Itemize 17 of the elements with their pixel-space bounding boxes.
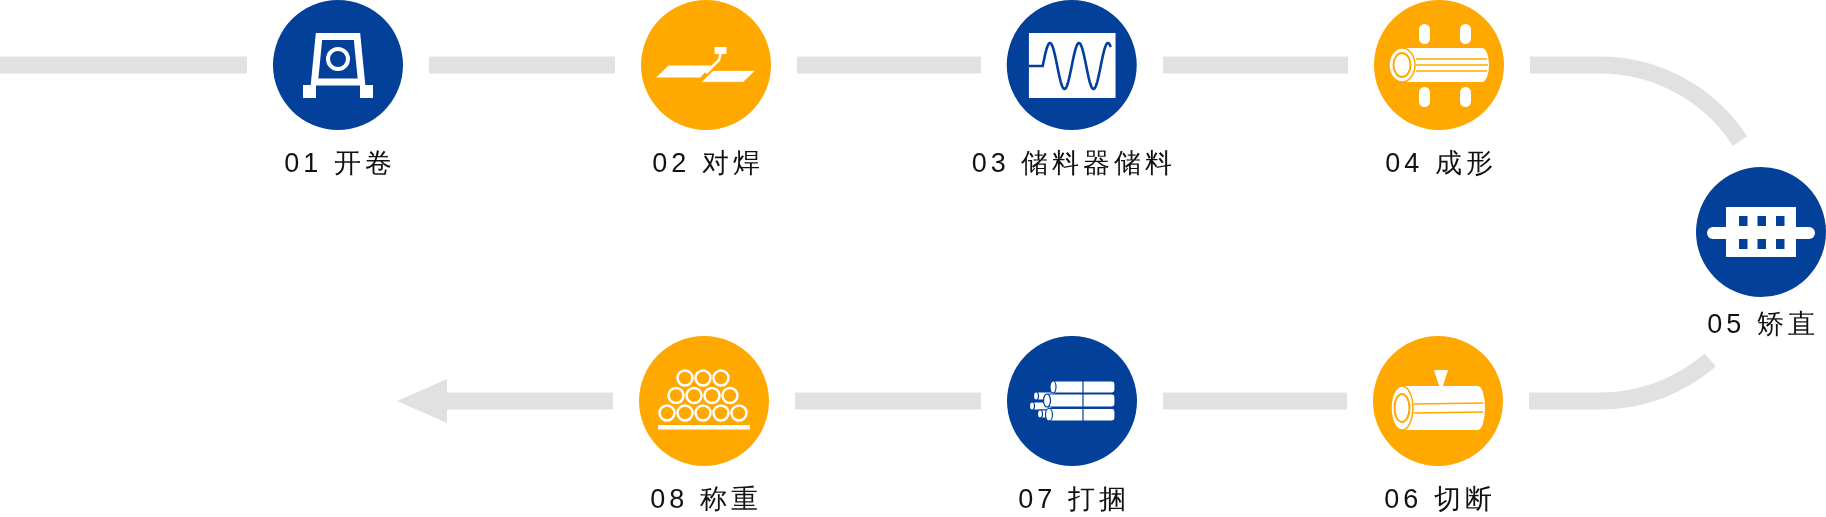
flow-line	[1163, 392, 1347, 410]
step-label: 05 矫直	[1706, 311, 1819, 338]
step-label: 02 对焊	[651, 150, 764, 177]
step-label: 04 成形	[1384, 150, 1497, 177]
flow-line	[1163, 56, 1348, 74]
flow-line	[797, 56, 981, 74]
flow-line	[795, 392, 981, 410]
flow-line	[0, 56, 247, 74]
step-label: 06 切断	[1383, 486, 1496, 513]
step-label: 08 称重	[649, 486, 762, 513]
flow-line	[1530, 56, 1747, 147]
flow-line	[429, 56, 615, 74]
step-label: 07 打捆	[1017, 486, 1130, 513]
step-label: 01 开卷	[283, 150, 396, 177]
step-label: 03 储料器储料	[970, 150, 1177, 177]
flow-line	[1529, 353, 1716, 410]
flow-arrow	[397, 379, 613, 423]
